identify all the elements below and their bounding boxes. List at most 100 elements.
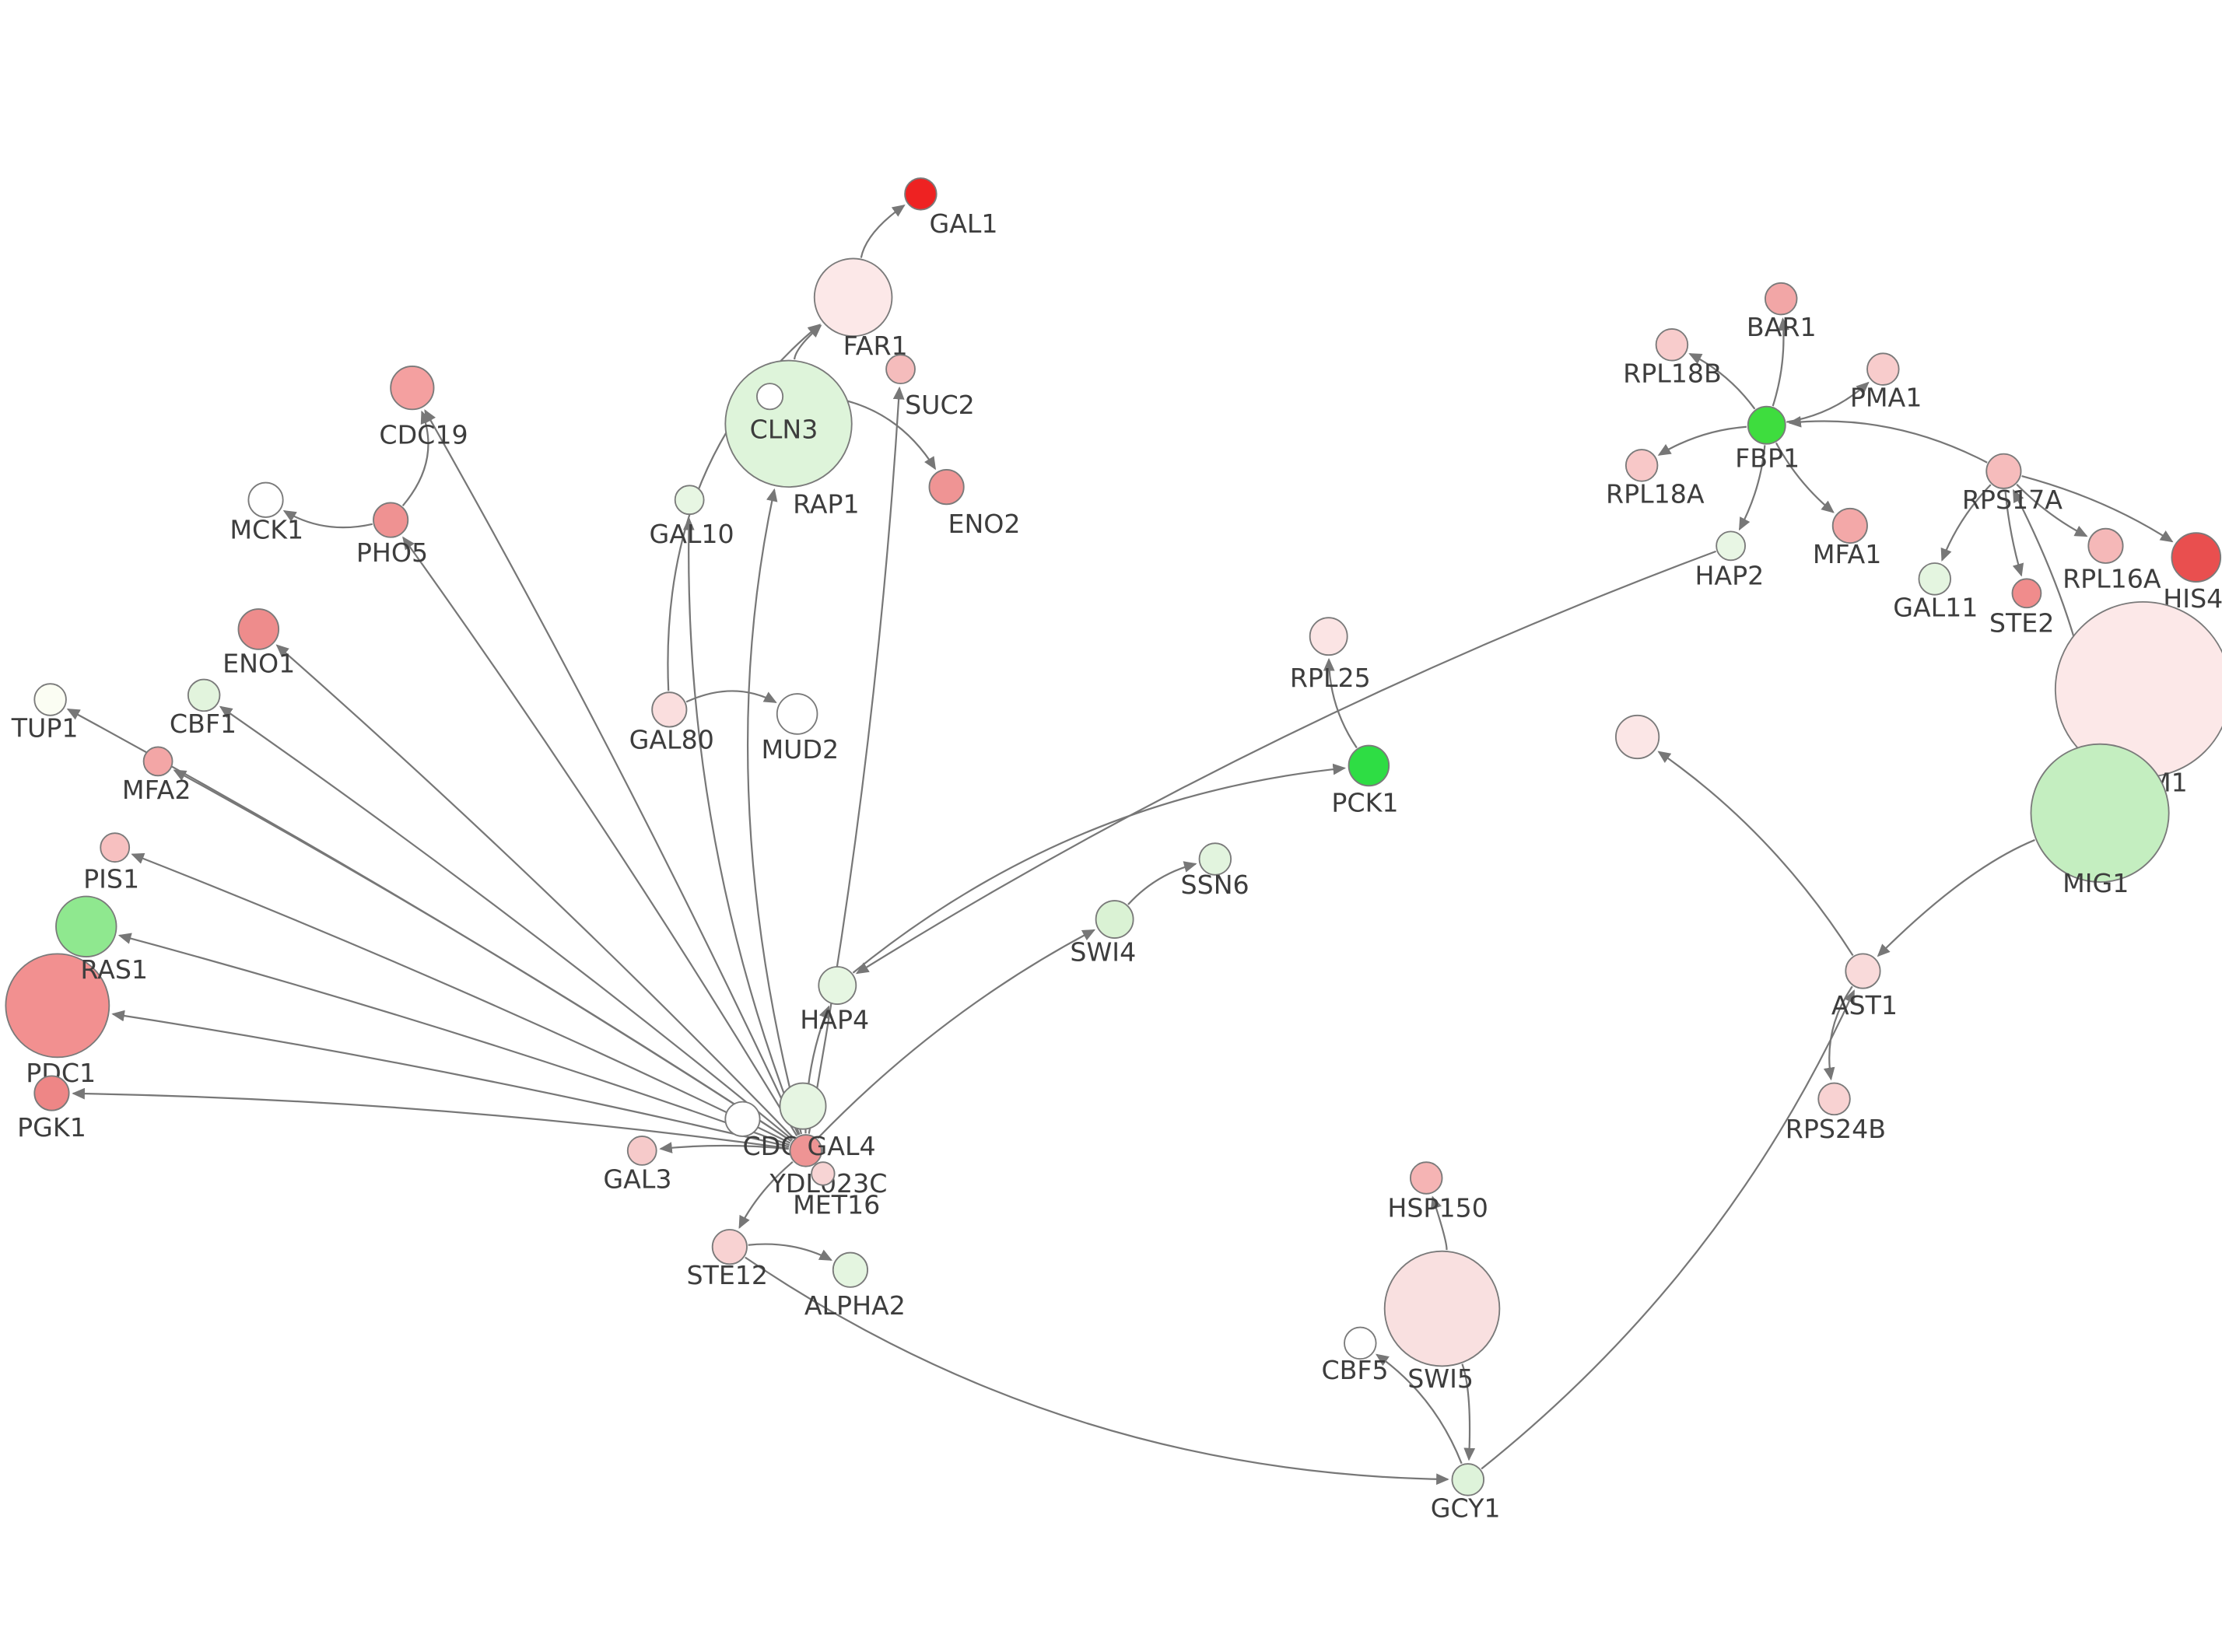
edge-gal80-mud2[interactable] — [685, 690, 777, 703]
node-fbp1[interactable] — [1747, 405, 1786, 445]
edge-ast1-node1[interactable] — [1657, 751, 1854, 957]
node-cdc9[interactable] — [724, 1101, 761, 1137]
edge-gal4-pis1[interactable] — [131, 852, 791, 1144]
node-label-rpl18b: RPL18B — [1623, 358, 1722, 388]
node-met16[interactable] — [811, 1161, 836, 1186]
edge-gcy1-cbf5[interactable] — [1376, 1353, 1463, 1465]
node-hsp150[interactable] — [1410, 1161, 1443, 1195]
edge-gal4-cdc19[interactable] — [424, 409, 800, 1136]
edge-ste12-alpha2[interactable] — [748, 1243, 833, 1261]
edge-swi4-ssn6[interactable] — [1127, 861, 1197, 905]
edge-gal4-gal3[interactable] — [659, 1142, 789, 1153]
node-his4[interactable] — [2171, 532, 2222, 583]
node-label-mud2: MUD2 — [761, 734, 839, 765]
edge-swi5-gcy1[interactable] — [1461, 1363, 1476, 1461]
node-label-swi4: SWI4 — [1070, 937, 1136, 968]
edge-pho5-mck1[interactable] — [282, 510, 373, 529]
edge-hap2-hap4[interactable] — [855, 550, 1716, 975]
node-pma1[interactable] — [1866, 352, 1900, 386]
edge-far1-gal1[interactable] — [860, 205, 906, 258]
edge-rps17a-fbp1[interactable] — [1788, 415, 1988, 464]
node-ste2[interactable] — [2011, 578, 2042, 609]
node-cbf5[interactable] — [1344, 1326, 1377, 1360]
node-gal4[interactable] — [789, 1134, 822, 1167]
node-swi5[interactable] — [1383, 1250, 1501, 1367]
node-ydl023c[interactable] — [779, 1082, 827, 1130]
node-suc2[interactable] — [885, 354, 916, 385]
node-node1[interactable] — [1615, 714, 1660, 760]
node-ras1[interactable] — [55, 895, 117, 957]
node-gal1[interactable] — [904, 177, 938, 211]
node-pck1[interactable] — [1348, 744, 1390, 787]
node-alpha2[interactable] — [832, 1251, 868, 1288]
edge-gal4-mfa2[interactable] — [173, 769, 792, 1143]
node-label-rpl18a: RPL18A — [1606, 478, 1705, 509]
node-gal10[interactable] — [674, 485, 705, 516]
edge-rps17a-his4[interactable] — [2021, 475, 2174, 543]
edge-gal4-eno1[interactable] — [275, 644, 794, 1139]
node-pho5[interactable] — [373, 502, 409, 538]
node-rpl18b[interactable] — [1655, 328, 1689, 362]
node-label-ssn6: SSN6 — [1181, 870, 1249, 900]
node-hap2[interactable] — [1716, 530, 1746, 562]
node-pgk1[interactable] — [33, 1075, 70, 1111]
node-pdc1[interactable] — [5, 953, 110, 1059]
node-rps24b[interactable] — [1817, 1082, 1851, 1116]
edge-gal4-ste12[interactable] — [738, 1160, 794, 1230]
edge-fbp1-bar1[interactable] — [1772, 317, 1790, 407]
edge-fbp1-hap2[interactable] — [1738, 445, 1766, 531]
edge-gal4-pho5[interactable] — [402, 536, 798, 1136]
node-eno1[interactable] — [237, 608, 280, 650]
node-mfa2[interactable] — [142, 746, 173, 777]
node-rpl16a[interactable] — [2087, 527, 2124, 564]
edge-hap4-pck1[interactable] — [852, 763, 1347, 974]
node-tup1[interactable] — [33, 683, 67, 716]
node-eno2[interactable] — [928, 469, 965, 506]
edge-pck1-rpl25[interactable] — [1323, 657, 1358, 749]
node-far1[interactable] — [813, 257, 893, 338]
node-mck1[interactable] — [247, 481, 284, 518]
node-mud2[interactable] — [776, 693, 818, 735]
edge-fbp1-mfa1[interactable] — [1775, 442, 1835, 513]
edge-rps17a-rpl16a[interactable] — [2016, 484, 2088, 537]
node-mig1[interactable] — [2030, 743, 2170, 883]
node-ste12[interactable] — [711, 1229, 748, 1265]
node-rpl25[interactable] — [1309, 617, 1348, 656]
edge-gcy1-ast1[interactable] — [1481, 989, 1856, 1470]
edge-gal4-ras1[interactable] — [117, 933, 790, 1146]
node-rap1[interactable] — [756, 383, 784, 411]
edge-fbp1-rpl18b[interactable] — [1688, 352, 1756, 410]
node-cdc19[interactable] — [390, 366, 435, 411]
edge-gal4-suc2[interactable] — [808, 386, 905, 1134]
node-gal3[interactable] — [626, 1136, 657, 1166]
edge-gal4-pgk1[interactable] — [72, 1087, 789, 1150]
edge-gal4-gal10[interactable] — [682, 516, 801, 1136]
edge-gal4-swi4[interactable] — [817, 929, 1096, 1139]
edge-gal4-cln3[interactable] — [747, 488, 803, 1135]
edge-ste12-gcy1[interactable] — [745, 1256, 1449, 1486]
node-ast1[interactable] — [1845, 953, 1881, 989]
node-cbf1[interactable] — [187, 678, 221, 712]
node-swi4[interactable] — [1095, 900, 1134, 939]
node-mfa1[interactable] — [1831, 507, 1868, 544]
node-ssn6[interactable] — [1198, 842, 1232, 876]
node-gal11[interactable] — [1918, 562, 1951, 596]
node-gcy1[interactable] — [1451, 1463, 1485, 1496]
node-gal80[interactable] — [651, 691, 688, 728]
node-rpl18a[interactable] — [1624, 449, 1659, 482]
edge-ast1-rps24b[interactable] — [1823, 985, 1853, 1081]
edge-swi5-hsp150[interactable] — [1430, 1195, 1448, 1251]
edge-rps17a-gal11[interactable] — [1940, 484, 1992, 562]
node-hap4[interactable] — [818, 966, 857, 1005]
node-rps17a[interactable] — [1985, 453, 2022, 489]
node-pis1[interactable] — [100, 832, 131, 863]
edge-mig1-ast1[interactable] — [1877, 838, 2035, 957]
node-label-rpl25: RPL25 — [1290, 663, 1371, 693]
edge-fbp1-rpl18a[interactable] — [1657, 425, 1747, 456]
edge-rps17a-ste2[interactable] — [2004, 489, 2024, 577]
edge-gal4-cbf1[interactable] — [219, 705, 794, 1141]
node-bar1[interactable] — [1765, 282, 1798, 316]
node-label-fbp1: FBP1 — [1735, 443, 1800, 473]
edge-gal4-pdc1[interactable] — [111, 1010, 790, 1148]
